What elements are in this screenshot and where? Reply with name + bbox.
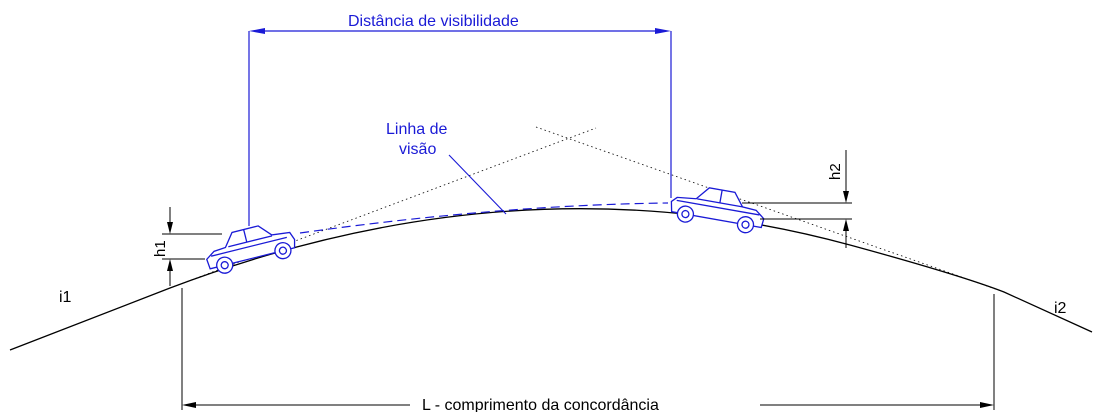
curve-length-dimension xyxy=(181,288,995,410)
sight-distance-arrow-left xyxy=(249,28,265,34)
h1-dimension xyxy=(162,207,222,286)
sight-line-leader xyxy=(448,154,507,215)
sight-line-label-line2: visão xyxy=(399,141,436,158)
i1-label: i1 xyxy=(59,289,72,306)
tangent-extension-i2 xyxy=(535,126,1005,293)
sight-distance-arrow-right xyxy=(655,28,671,34)
road-profile xyxy=(9,208,1093,351)
h2-label: h2 xyxy=(827,163,844,180)
tangent-extension-i1 xyxy=(169,127,597,289)
h1-label: h1 xyxy=(152,240,169,257)
i2-label: i2 xyxy=(1054,300,1067,317)
left-car-icon xyxy=(206,225,296,274)
right-car-icon xyxy=(670,187,765,234)
curve-length-label: L - comprimento da concordância xyxy=(422,397,659,412)
sight-distance-label: Distância de visibilidade xyxy=(348,13,519,30)
sight-line xyxy=(299,202,669,234)
sight-line-label-line1: Linha de xyxy=(386,121,447,138)
